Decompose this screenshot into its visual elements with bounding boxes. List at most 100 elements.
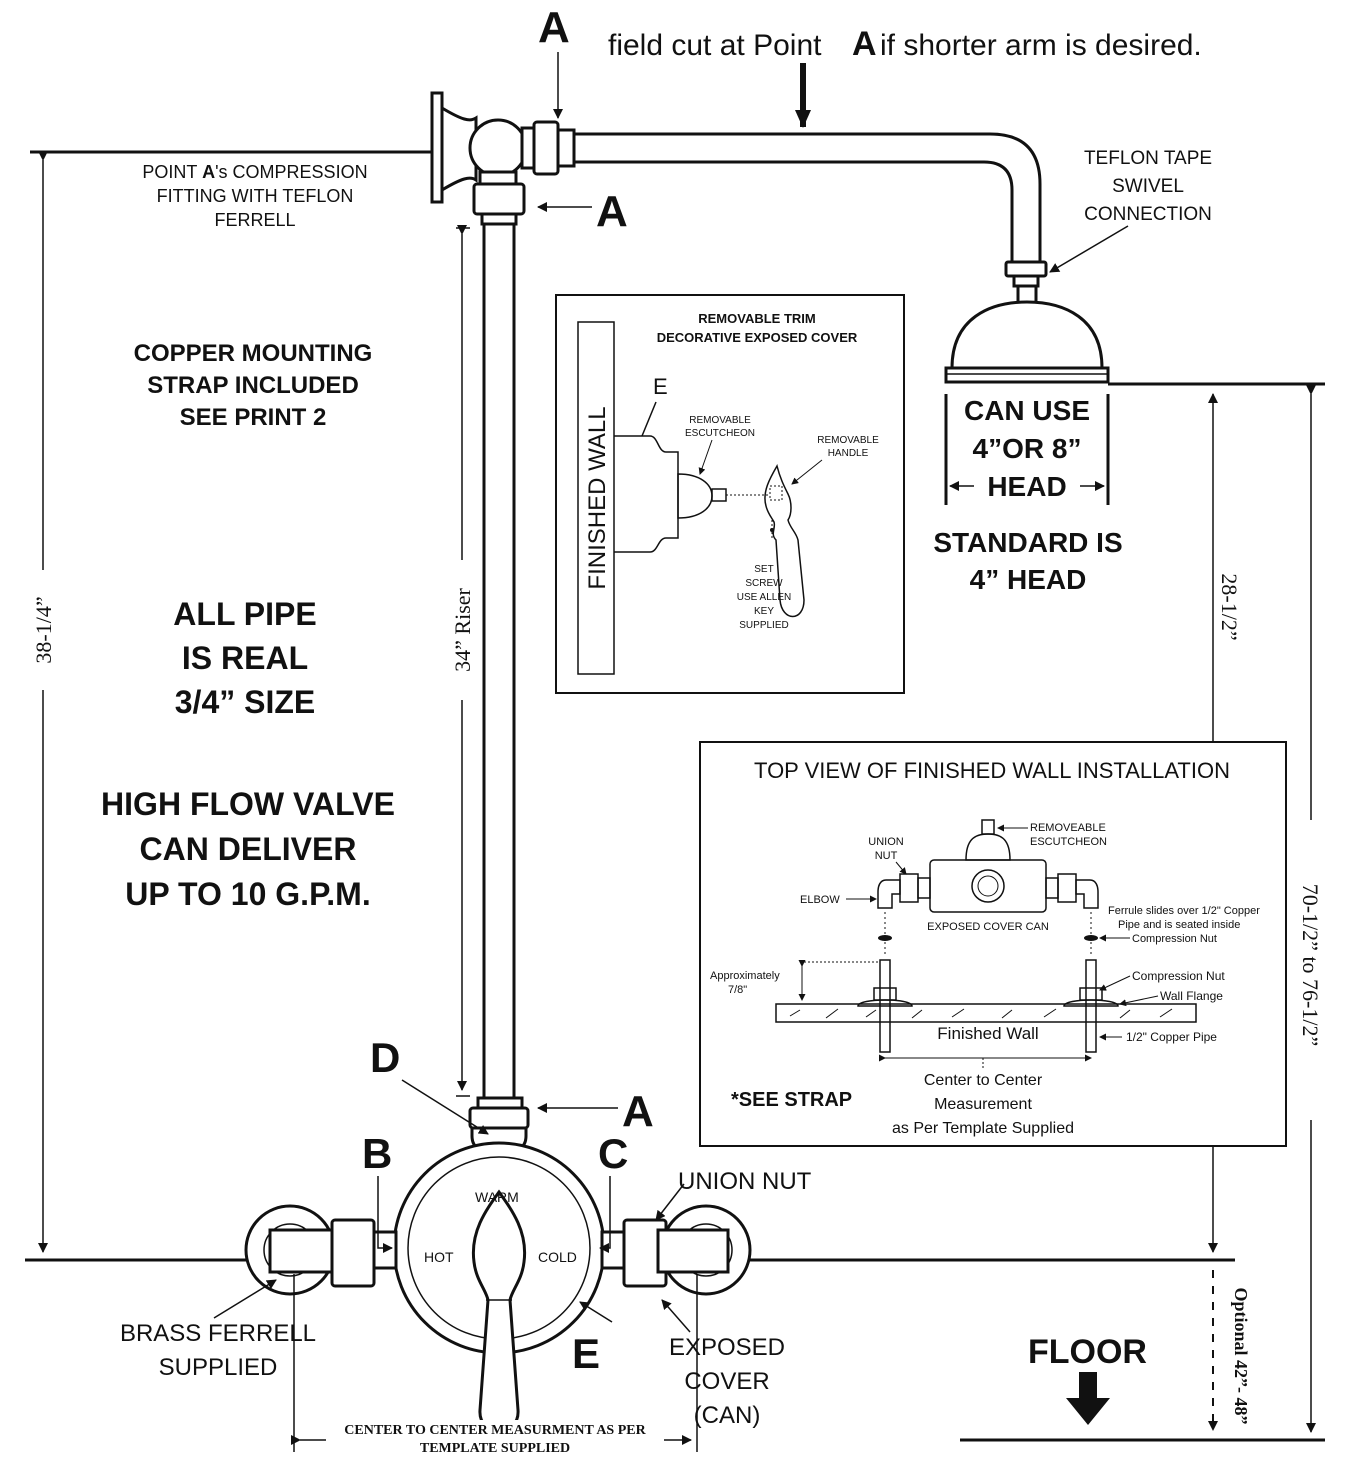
swivel-connection [1004, 260, 1048, 306]
top-finished-wall [775, 1003, 1197, 1023]
canuse-line3: HEAD [987, 471, 1066, 502]
trim-escutcheon-arrow [698, 439, 713, 475]
dim-optional-label: Optional 42”- 48” [1231, 1287, 1251, 1424]
copper-line1: COPPER MOUNTING [134, 340, 373, 367]
top-elbow-label: ELBOW [800, 894, 840, 906]
callout-a-riser: A [596, 187, 628, 236]
brass-line1: BRASS FERRELL [120, 1320, 316, 1347]
top-ferrule-line2: Pipe and is seated inside [1118, 919, 1240, 931]
trim-e-label: E [653, 374, 668, 399]
top-center-line1: Center to Center [924, 1072, 1043, 1089]
trim-handle-line2: HANDLE [828, 448, 869, 459]
top-wall-flange-label: Wall Flange [1160, 989, 1223, 1003]
top-approx-line2: 7/8" [728, 984, 747, 996]
top-compression-arrow [1099, 975, 1131, 991]
dim-head-label: 28-1/2” [1217, 573, 1242, 640]
callout-b-arrow [377, 1176, 393, 1253]
exposed-cover-label: EXPOSED COVER (CAN) [661, 1299, 785, 1429]
copper-strap-label: COPPER MOUNTING STRAP INCLUDED SEE PRINT… [134, 340, 373, 431]
standard-line1: STANDARD IS [933, 527, 1122, 558]
standard-line2: 4” HEAD [970, 564, 1087, 595]
allpipe-line2: IS REAL [182, 640, 308, 676]
teflon-line3: CONNECTION [1084, 204, 1212, 225]
teflon-arrow [1049, 225, 1129, 273]
inset-removable-trim: REMOVABLE TRIM DECORATIVE EXPOSED COVER … [555, 294, 905, 694]
exposed-line1: EXPOSED [669, 1334, 785, 1361]
trim-title-line2: DECORATIVE EXPOSED COVER [657, 330, 858, 345]
shower-head [944, 300, 1110, 384]
callout-e: E [572, 1330, 600, 1377]
top-union-arrow [895, 861, 907, 875]
compression-line2: FITTING WITH TEFLON [157, 186, 354, 206]
copper-line3: SEE PRINT 2 [180, 404, 327, 431]
label-cold: COLD [538, 1249, 577, 1265]
copper-line2: STRAP INCLUDED [147, 372, 359, 399]
trim-setscrew-line5: SUPPLIED [739, 620, 788, 631]
note-line2: if shorter arm is desired. [880, 29, 1202, 62]
top-ferrule-line3: Compression Nut [1132, 933, 1217, 945]
all-pipe-label: ALL PIPE IS REAL 3/4” SIZE [173, 596, 316, 720]
top-copper-pipe-label: 1/2" Copper Pipe [1126, 1030, 1217, 1044]
top-escutcheon-line2: ESCUTCHEON [1030, 836, 1107, 848]
top-center-line3: as Per Template Supplied [892, 1120, 1074, 1137]
top-approx-line1: Approximately [710, 970, 780, 982]
field-cut-note: field cut at Point A if shorter arm is d… [608, 25, 1202, 63]
head-size-label: CAN USE 4”OR 8” HEAD STANDARD IS 4” HEAD [933, 394, 1123, 595]
flow-line2: CAN DELIVER [140, 831, 357, 867]
top-union-line1: UNION [868, 836, 904, 848]
trim-setscrew-line1: SET [754, 564, 773, 575]
top-see-strap: *SEE STRAP [731, 1089, 852, 1111]
flow-line3: UP TO 10 G.P.M. [125, 876, 370, 912]
compression-label: POINT A's COMPRESSION FITTING WITH TEFLO… [142, 162, 367, 230]
top-escutcheon-line1: REMOVEABLE [1030, 822, 1106, 834]
riser-top-fitting [472, 170, 526, 226]
c2c-line1: CENTER TO CENTER MEASURMENT AS PER [344, 1423, 646, 1438]
trim-handle [764, 464, 805, 618]
dim-total-label: 38-1/4” [31, 596, 56, 663]
note-point: A [852, 25, 877, 63]
inset-top-view: TOP VIEW OF FINISHED WALL INSTALLATION R… [699, 741, 1287, 1147]
top-center-line2: Measurement [934, 1096, 1032, 1113]
canuse-line2: 4”OR 8” [973, 433, 1082, 464]
trim-e-line [641, 401, 657, 437]
top-union-line2: NUT [875, 850, 898, 862]
riser-bottom-fitting [468, 1096, 530, 1130]
label-hot: HOT [424, 1249, 454, 1265]
exposed-line3: (CAN) [694, 1402, 761, 1429]
teflon-label: TEFLON TAPE SWIVEL CONNECTION [1049, 148, 1212, 273]
callout-a-bottom: A [622, 1087, 654, 1136]
top-view-title: TOP VIEW OF FINISHED WALL INSTALLATION [754, 758, 1230, 783]
trim-setscrew-line2: SCREW [745, 578, 783, 589]
allpipe-line3: 3/4” SIZE [175, 684, 316, 720]
top-wall-hatch [789, 1008, 1173, 1019]
canuse-line1: CAN USE [964, 395, 1090, 426]
valve-assembly: WARM HOT COLD [244, 1126, 752, 1433]
exposed-line2: COVER [684, 1368, 769, 1395]
teflon-line2: SWIVEL [1112, 176, 1184, 197]
callout-b: B [362, 1130, 392, 1177]
exposed-arrow [661, 1299, 691, 1333]
trim-handle-line1: REMOVABLE [817, 435, 879, 446]
compression-line3: FERRELL [214, 210, 295, 230]
trim-escutcheon-line1: REMOVABLE [689, 415, 751, 426]
floor-label: FLOOR [1028, 1333, 1147, 1371]
arm-compression-fitting [520, 120, 576, 176]
top-ferrule-line1: Ferrule slides over 1/2" Copper [1108, 905, 1260, 917]
trim-handle-arrow [791, 459, 823, 485]
union-nut-arrow [655, 1183, 685, 1221]
top-flange-arrow [1119, 995, 1159, 1007]
c2c-line2: TEMPLATE SUPPLIED [420, 1441, 570, 1456]
dim-overall-label: 70-1/2” to 76-1/2” [1298, 884, 1323, 1047]
brass-line2: SUPPLIED [159, 1354, 278, 1381]
union-nut-label: UNION NUT [678, 1168, 812, 1195]
top-compression-nut-label: Compression Nut [1132, 969, 1225, 983]
floor-arrow [1066, 1372, 1110, 1425]
trim-setscrew-line3: USE ALLEN [737, 592, 791, 603]
callout-c: C [598, 1130, 628, 1177]
label-warm: WARM [475, 1189, 519, 1205]
callout-d: D [370, 1034, 400, 1081]
trim-setscrew-line4: KEY [754, 606, 774, 617]
teflon-line1: TEFLON TAPE [1084, 148, 1212, 169]
dim-riser-label: 34” Riser [450, 587, 475, 671]
